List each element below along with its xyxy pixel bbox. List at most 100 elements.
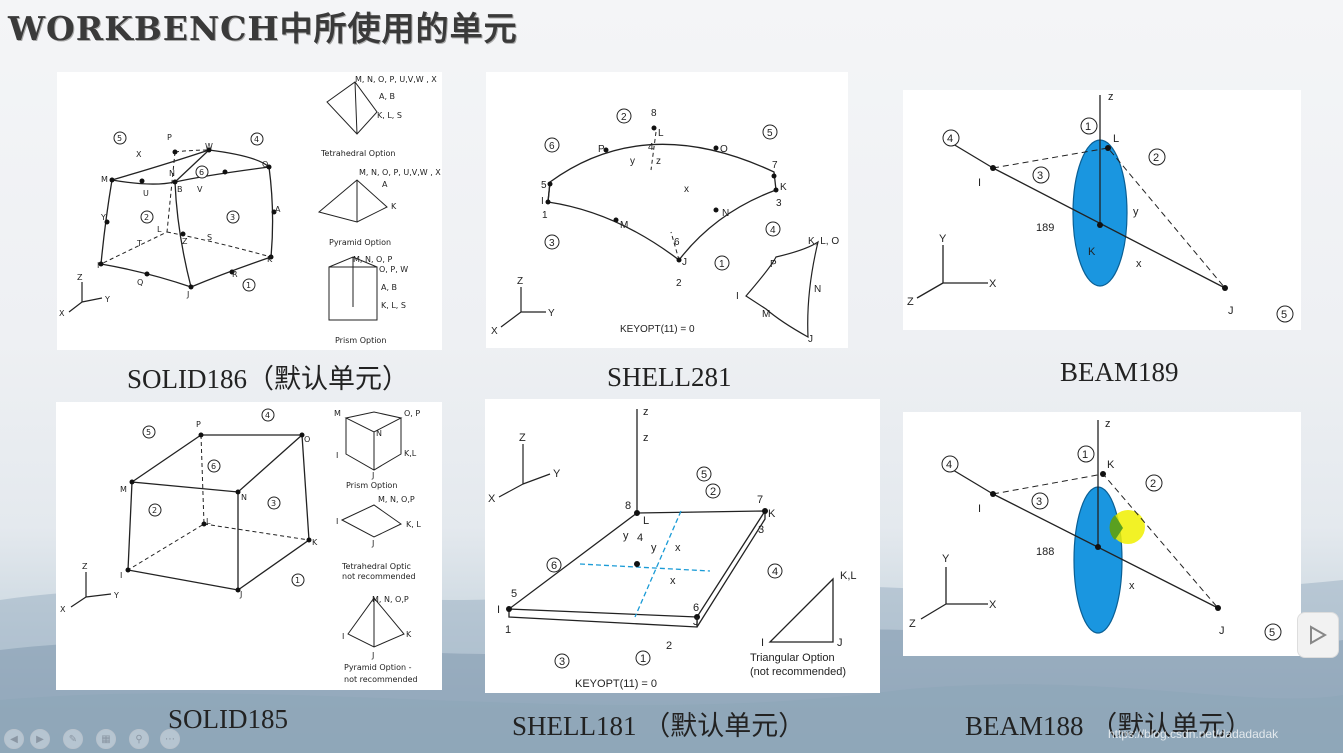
svg-text:A, B: A, B: [381, 283, 397, 292]
svg-text:5: 5: [511, 588, 517, 600]
svg-text:(not recommended): (not recommended): [750, 666, 846, 678]
svg-text:not recommended: not recommended: [344, 675, 418, 684]
svg-text:Tetrahedral Optic: Tetrahedral Optic: [341, 562, 411, 571]
caption-shell281: SHELL281: [607, 362, 732, 392]
svg-text:O: O: [262, 160, 268, 169]
svg-text:X: X: [989, 599, 997, 611]
svg-text:Y: Y: [553, 468, 561, 480]
svg-text:A: A: [382, 180, 388, 189]
svg-text:1: 1: [295, 576, 300, 585]
svg-text:z: z: [643, 406, 649, 418]
svg-text:Z: Z: [519, 432, 526, 444]
svg-text:K: K: [1107, 459, 1115, 471]
svg-text:6: 6: [549, 141, 555, 152]
svg-text:3: 3: [776, 198, 782, 209]
play-button[interactable]: [1297, 612, 1339, 658]
svg-text:I: I: [120, 571, 122, 580]
svg-text:2: 2: [666, 640, 672, 652]
svg-text:K,L: K,L: [840, 570, 857, 582]
svg-text:Prism Option: Prism Option: [346, 481, 397, 490]
svg-text:K, L, S: K, L, S: [381, 301, 406, 310]
svg-text:y: y: [630, 156, 635, 167]
svg-text:KEYOPT(11) = 0: KEYOPT(11) = 0: [575, 678, 657, 690]
svg-text:Y: Y: [113, 591, 119, 600]
svg-text:M: M: [101, 175, 108, 184]
svg-text:J: J: [682, 257, 687, 268]
svg-text:1: 1: [719, 259, 725, 270]
svg-text:L: L: [643, 515, 649, 527]
svg-text:3: 3: [230, 213, 235, 222]
svg-text:K, L, S: K, L, S: [377, 111, 402, 120]
svg-text:I: I: [336, 517, 338, 526]
svg-text:1: 1: [542, 210, 548, 221]
caption-shell181: SHELL181 （默认单元）: [512, 711, 806, 741]
svg-text:Y: Y: [939, 233, 947, 245]
svg-text:J: J: [837, 637, 843, 649]
svg-text:188: 188: [1036, 546, 1054, 558]
svg-text:P: P: [598, 144, 605, 155]
slides-icon[interactable]: ▦: [96, 729, 116, 749]
svg-text:I: I: [342, 632, 344, 641]
svg-text:2: 2: [1150, 478, 1156, 490]
svg-text:Pyramid Option: Pyramid Option: [329, 238, 391, 247]
svg-text:P: P: [167, 133, 172, 142]
svg-text:6: 6: [693, 602, 699, 614]
svg-text:6: 6: [551, 560, 557, 572]
svg-text:4: 4: [254, 135, 259, 144]
svg-text:7: 7: [772, 160, 778, 171]
svg-text:Y: Y: [942, 553, 950, 565]
svg-text:P: P: [196, 420, 201, 429]
svg-text:1: 1: [640, 653, 646, 665]
svg-text:6: 6: [674, 237, 680, 248]
svg-text:M, N, O, P: M, N, O, P: [353, 255, 392, 264]
svg-text:x: x: [1136, 258, 1142, 270]
svg-text:1: 1: [505, 624, 511, 636]
svg-text:X: X: [488, 493, 496, 505]
slide-title: WORKBENCH中所使用的单元: [8, 9, 518, 48]
next-icon[interactable]: ▶: [30, 729, 50, 749]
svg-text:z: z: [1105, 418, 1111, 430]
svg-text:z: z: [656, 156, 661, 167]
svg-text:3: 3: [1036, 496, 1042, 508]
svg-text:I: I: [978, 503, 981, 515]
svg-text:I: I: [541, 196, 544, 207]
svg-text:5: 5: [701, 469, 707, 481]
svg-text:K,L: K,L: [404, 449, 417, 458]
svg-text:5: 5: [767, 128, 773, 139]
svg-text:K: K: [780, 182, 787, 193]
pen-icon[interactable]: ✎: [63, 729, 83, 749]
svg-text:O, P: O, P: [404, 409, 420, 418]
svg-text:x: x: [684, 184, 689, 195]
svg-text:U: U: [143, 189, 149, 198]
svg-text:Pyramid Option -: Pyramid Option -: [344, 663, 412, 672]
svg-text:7: 7: [757, 494, 763, 506]
svg-text:x: x: [1129, 580, 1135, 592]
svg-text:4: 4: [947, 133, 953, 145]
zoom-icon[interactable]: ⚲: [129, 729, 149, 749]
svg-text:Q: Q: [137, 278, 143, 287]
svg-text:N: N: [814, 284, 821, 295]
svg-text:J: J: [371, 471, 374, 480]
svg-text:M, N, O,P: M, N, O,P: [378, 495, 415, 504]
svg-text:2: 2: [621, 112, 627, 123]
svg-text:P: P: [770, 259, 777, 270]
svg-text:M, N, O, P, U,V,W , X: M, N, O, P, U,V,W , X: [355, 75, 437, 84]
svg-text:y: y: [1133, 206, 1139, 218]
svg-text:1: 1: [246, 281, 251, 290]
svg-text:I: I: [97, 261, 99, 270]
svg-text:KEYOPT(11) = 0: KEYOPT(11) = 0: [620, 324, 695, 335]
caption-beam189: BEAM189: [1060, 357, 1179, 387]
svg-text:6: 6: [199, 168, 204, 177]
prev-icon[interactable]: ◀: [4, 729, 24, 749]
svg-text:L: L: [157, 225, 162, 234]
svg-text:M: M: [620, 220, 628, 231]
more-icon[interactable]: ⋯: [160, 729, 180, 749]
svg-text:K: K: [1088, 246, 1096, 258]
svg-text:I: I: [978, 177, 981, 189]
svg-text:K: K: [391, 202, 397, 211]
svg-text:1: 1: [1082, 449, 1088, 461]
svg-text:S: S: [207, 233, 212, 242]
svg-text:N: N: [241, 493, 247, 502]
